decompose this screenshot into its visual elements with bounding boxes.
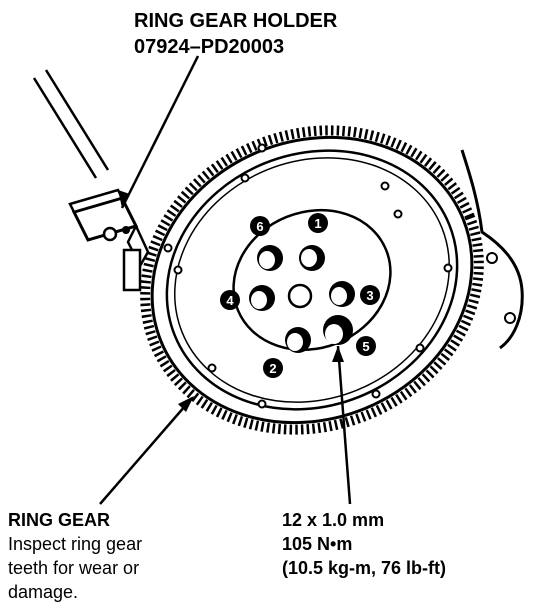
svg-text:5: 5: [362, 339, 369, 354]
leader-bolt: [332, 345, 352, 505]
sequence-marker-5: 5: [356, 336, 376, 356]
flywheel-inner-rim: [174, 157, 450, 403]
svg-text:2: 2: [269, 361, 276, 376]
engine-block-bolt-hole: [486, 252, 498, 264]
flywheel-bolts: [249, 245, 355, 353]
ring-gear: [150, 135, 474, 425]
flywheel-holes: [163, 143, 453, 409]
flywheel-bolt: [323, 315, 353, 345]
flywheel-bolt: [249, 285, 275, 311]
engine-block-outline: [32, 77, 98, 179]
ring-gear-callout: RING GEAR Inspect ring gear teeth for we…: [8, 508, 142, 604]
svg-text:3: 3: [366, 288, 373, 303]
sequence-marker-4: 4: [220, 290, 240, 310]
sequence-marker-1: 1: [308, 213, 328, 233]
tool-callout: RING GEAR HOLDER 07924–PD20003: [134, 8, 337, 60]
svg-text:4: 4: [226, 293, 234, 308]
flywheel-bolt: [329, 281, 355, 307]
flywheel-bolt: [257, 245, 283, 271]
ring-gear-note-line: damage.: [8, 582, 79, 602]
leader-ring-gear: [99, 396, 194, 505]
bolt-spec-callout: 12 x 1.0 mm 105 N•m (10.5 kg-m, 76 lb-ft…: [282, 508, 446, 580]
sequence-marker-2: 2: [263, 358, 283, 378]
bolt-size: 12 x 1.0 mm: [282, 510, 385, 530]
flywheel-bolt: [299, 245, 325, 271]
ring-gear-title: RING GEAR: [8, 510, 111, 530]
sequence-marker-3: 3: [360, 285, 380, 305]
sequence-marker-6: 6: [250, 216, 270, 236]
ring-gear-note-line: teeth for wear or: [8, 558, 140, 578]
engine-block-outline: [44, 69, 110, 171]
ring-gear-holder-tool: [68, 188, 150, 292]
engine-block-outline: [460, 149, 524, 350]
engine-block-bolt-hole: [504, 312, 516, 324]
flywheel-bolt: [285, 327, 311, 353]
bolt-torque: 105 N•m: [282, 534, 353, 554]
ring-gear-note-line: Inspect ring gear: [8, 534, 143, 554]
flywheel-face: [165, 149, 459, 411]
svg-text:1: 1: [314, 216, 321, 231]
leader-tool: [118, 55, 200, 209]
bolt-torque-alt: (10.5 kg-m, 76 lb-ft): [282, 558, 447, 578]
crankshaft-center-hole: [287, 283, 313, 309]
svg-text:6: 6: [256, 219, 263, 234]
tool-name: RING GEAR HOLDER: [134, 10, 338, 32]
tool-part-number: 07924–PD20003: [134, 36, 285, 58]
